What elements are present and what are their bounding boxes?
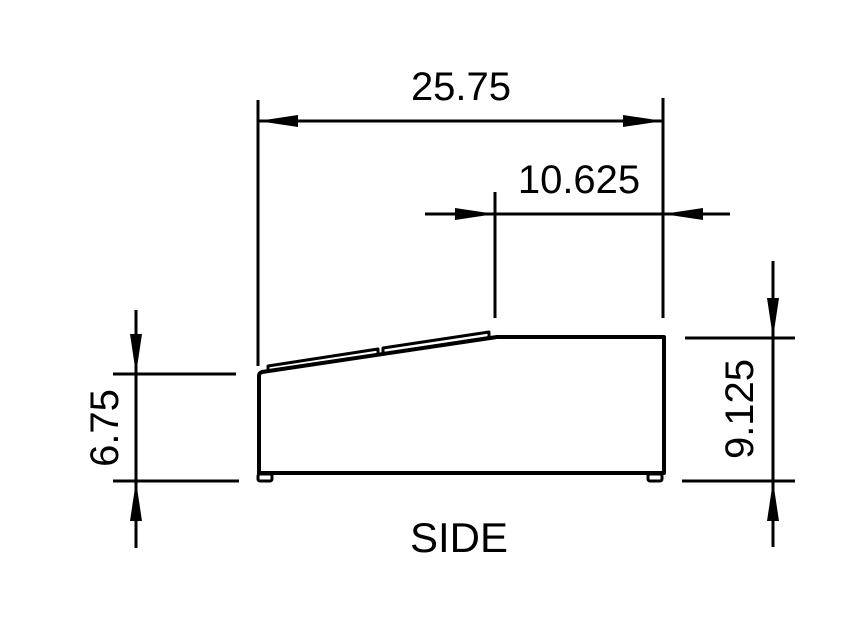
dimension-rear-height: [682, 261, 795, 547]
dimension-overall-length: [256, 98, 665, 366]
dimension-rear-height-label: 9.125: [718, 359, 762, 459]
dimension-front-height-label: 6.75: [83, 389, 127, 467]
dimension-front-height: [113, 310, 239, 548]
dimension-overall-length-label: 25.75: [411, 65, 511, 109]
view-label: SIDE: [410, 514, 508, 561]
dimension-flat-top: [425, 192, 730, 318]
dimension-flat-top-label: 10.625: [518, 158, 640, 202]
part-outline: [256, 330, 666, 483]
